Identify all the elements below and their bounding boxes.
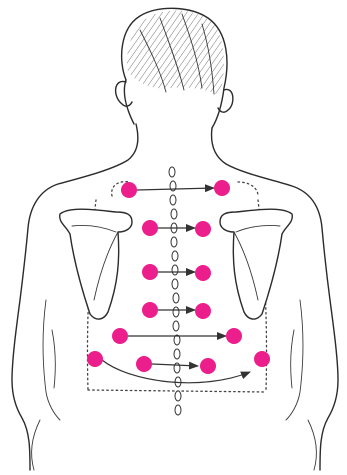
point-row-5-left — [112, 328, 128, 344]
point-row-4-left — [142, 302, 158, 318]
point-row-4-right — [195, 303, 211, 319]
point-row-3-right — [195, 265, 211, 281]
point-row-5-right — [226, 328, 242, 344]
point-row-1-left — [121, 182, 137, 198]
point-row-2-left — [142, 220, 158, 236]
right-scapula — [220, 209, 292, 319]
point-row-6-inner-right — [200, 358, 216, 374]
point-row-3-left — [142, 264, 158, 280]
point-row-6-inner-left — [136, 356, 152, 372]
point-row-2-right — [195, 221, 211, 237]
point-row-6-outer-right — [254, 351, 270, 367]
head — [116, 8, 233, 128]
spine — [169, 167, 181, 415]
point-row-6-outer-left — [87, 351, 103, 367]
left-scapula — [60, 209, 132, 319]
point-row-1-right — [214, 180, 230, 196]
